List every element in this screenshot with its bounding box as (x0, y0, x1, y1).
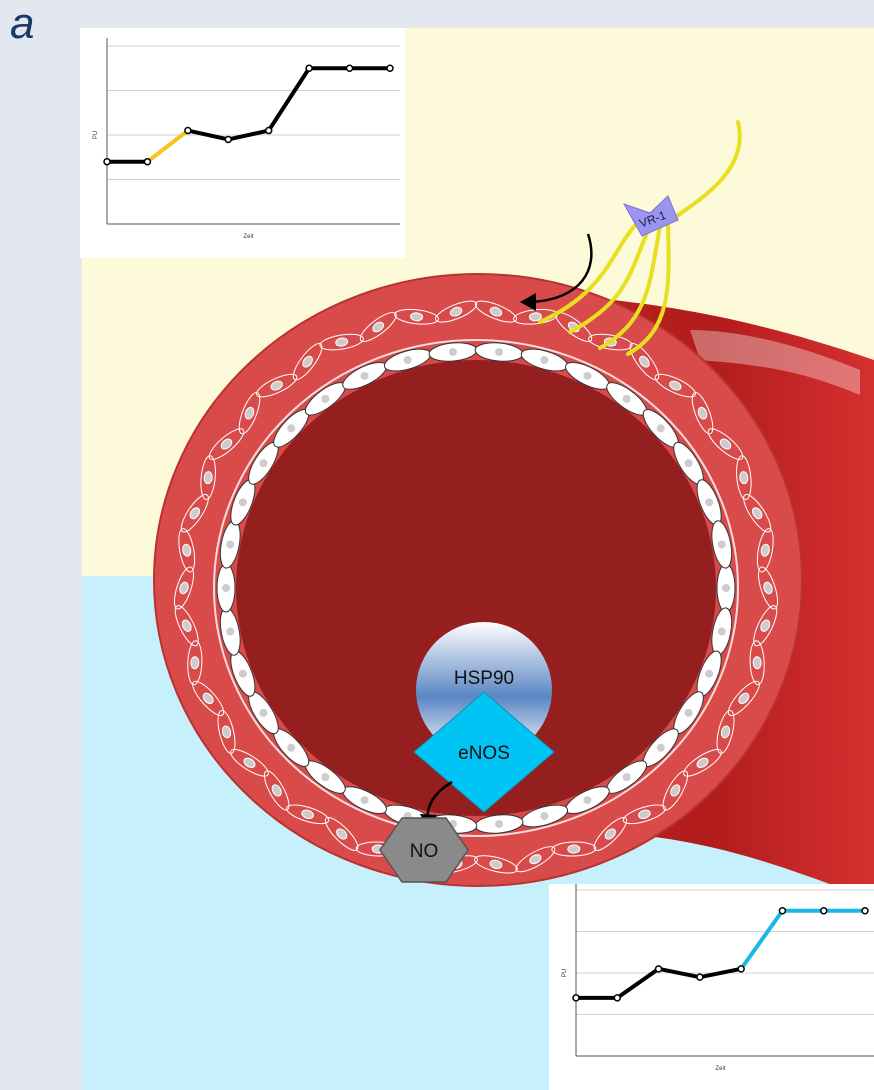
cell-nucleus (226, 628, 234, 636)
cell-nucleus (449, 348, 457, 356)
cell-nucleus (685, 459, 693, 467)
cell-nucleus (222, 584, 230, 592)
y-axis-label: PU (562, 969, 568, 977)
cell-nucleus (287, 744, 295, 752)
cell-nucleus (705, 670, 713, 678)
data-point (697, 974, 703, 980)
data-point (266, 128, 272, 134)
data-point (347, 65, 353, 71)
cell-nucleus (540, 812, 548, 820)
x-axis-label: Zeit (715, 1066, 725, 1072)
cell-nucleus (361, 372, 369, 380)
series-segment (741, 911, 782, 969)
data-point (656, 966, 662, 972)
cell-nucleus (623, 395, 631, 403)
data-point (225, 136, 231, 142)
cell-nucleus (583, 796, 591, 804)
data-point (821, 908, 827, 914)
hsp90-label: HSP90 (454, 668, 514, 689)
cell-nucleus (287, 424, 295, 432)
data-point (738, 966, 744, 972)
data-point (614, 995, 620, 1001)
cell-nucleus (321, 773, 329, 781)
top-chart-svg: Zeit PU (80, 28, 405, 258)
top-line-chart: Zeit PU (80, 28, 405, 258)
cell-nucleus (718, 540, 726, 548)
bottom-line-chart: Zeit PU (549, 884, 874, 1090)
cell-nucleus (226, 540, 234, 548)
cell-nucleus (259, 709, 267, 717)
cell-nucleus (361, 796, 369, 804)
cell-nucleus (495, 348, 503, 356)
data-point (104, 159, 110, 165)
data-point (387, 65, 393, 71)
data-point (144, 159, 150, 165)
data-point (573, 995, 579, 1001)
cell-nucleus (657, 744, 665, 752)
panel-label: a (10, 2, 34, 46)
cell-nucleus (705, 498, 713, 506)
enos-label: eNOS (458, 743, 510, 764)
cell-nucleus (404, 356, 412, 364)
cell-nucleus (718, 628, 726, 636)
y-axis-label: PU (93, 131, 99, 139)
data-point (779, 908, 785, 914)
data-point (185, 128, 191, 134)
cell-nucleus (495, 820, 503, 828)
cell-nucleus (321, 395, 329, 403)
cell-nucleus (259, 459, 267, 467)
cell-nucleus (239, 498, 247, 506)
data-point (862, 908, 868, 914)
cell-nucleus (540, 356, 548, 364)
cell-nucleus (657, 424, 665, 432)
cell-nucleus (191, 657, 199, 669)
cell-nucleus (753, 657, 761, 669)
series-segment (269, 68, 309, 130)
no-label: NO (410, 841, 439, 862)
cell-nucleus (239, 670, 247, 678)
bottom-chart-svg: Zeit PU (549, 884, 874, 1090)
cell-nucleus (722, 584, 730, 592)
data-point (306, 65, 312, 71)
cell-nucleus (583, 372, 591, 380)
x-axis-label: Zeit (243, 234, 253, 240)
cell-nucleus (623, 773, 631, 781)
cell-nucleus (568, 845, 580, 853)
cell-nucleus (685, 709, 693, 717)
